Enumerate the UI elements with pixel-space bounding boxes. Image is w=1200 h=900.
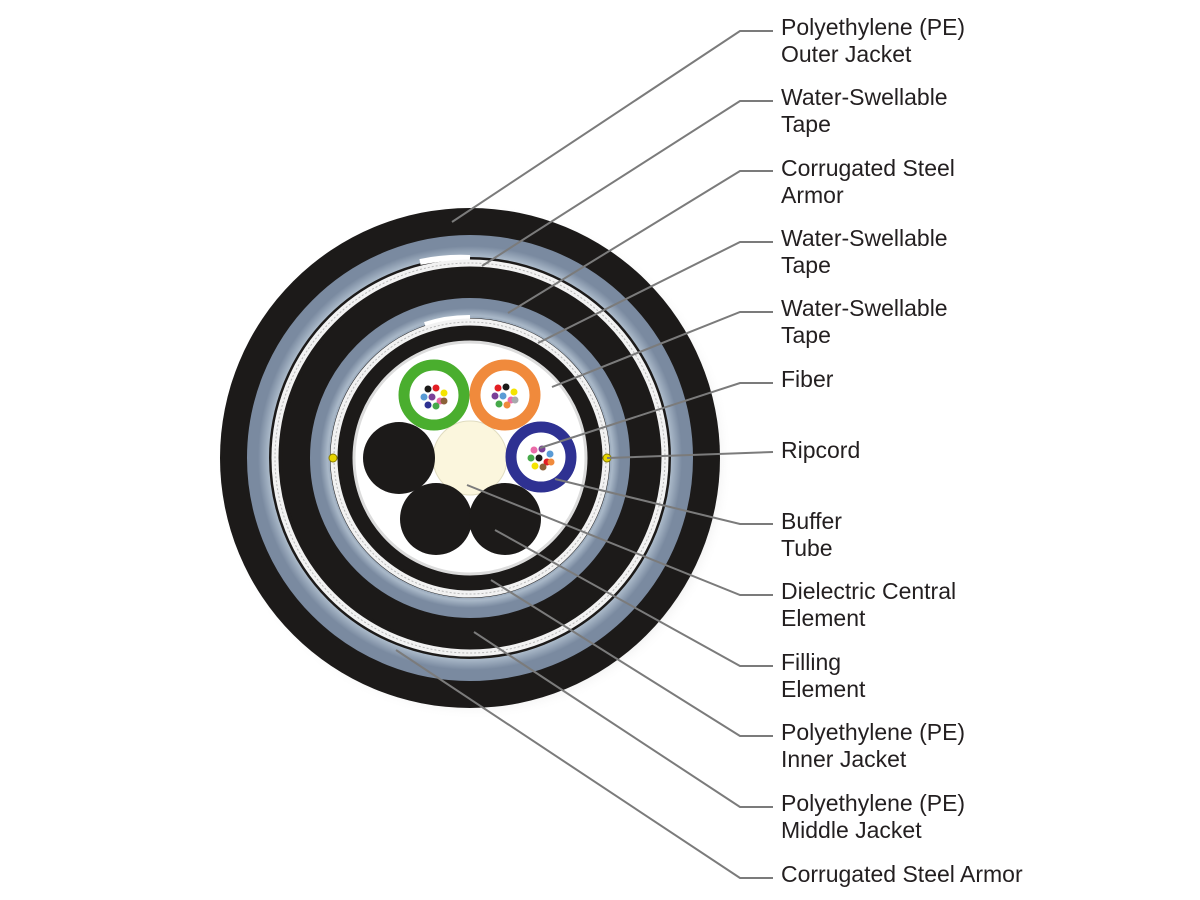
filling-element-bottom-right [469, 483, 541, 555]
leader-line-inner-jacket [490, 579, 773, 737]
buffer-tube-blue [505, 421, 577, 493]
leader-line-water-swellable-tape-2 [537, 241, 773, 344]
leader-line-water-swellable-tape-1 [481, 100, 773, 267]
label-water-swellable-tape-2: Water-Swellable Tape [781, 225, 954, 278]
outer-water-swellable-tape-layer [247, 235, 693, 681]
label-filling-element: Filling Element [781, 649, 866, 702]
outer-corrugated-armor-edge [274, 262, 666, 654]
filling-element-left [363, 422, 435, 494]
label-water-swellable-tape-1: Water-Swellable Tape [781, 84, 954, 137]
middle-tape-overlap-notch [424, 314, 471, 328]
leader-line-outer-jacket [451, 30, 773, 223]
label-middle-jacket: Polyethylene (PE) Middle Jacket [781, 790, 971, 843]
label-buffer-tube: Buffer Tube [781, 508, 848, 561]
leader-line-fiber [539, 382, 773, 449]
leader-line-ripcord [606, 451, 774, 459]
label-corrugated-steel-armor-2: Corrugated Steel Armor [781, 861, 1023, 887]
label-ripcord: Ripcord [781, 437, 860, 463]
label-water-swellable-tape-3: Water-Swellable Tape [781, 295, 954, 348]
leader-line-buffer-tube [554, 478, 773, 525]
outer-tape-overlap-notch [419, 254, 471, 265]
label-corrugated-steel-armor-1: Corrugated Steel Armor [781, 155, 961, 208]
label-outer-jacket: Polyethylene (PE) Outer Jacket [781, 14, 971, 67]
filling-element-bottom-left [400, 483, 472, 555]
leader-lines [395, 30, 774, 879]
leader-line-dielectric-central-element [466, 484, 773, 596]
leader-line-corrugated-steel-armor-2 [395, 649, 773, 879]
dielectric-central-element [432, 420, 508, 496]
ripcord-left [328, 453, 338, 463]
buffer-tube-orange [469, 359, 541, 431]
leader-line-filling-element [494, 529, 773, 667]
leader-line-middle-jacket [473, 631, 773, 808]
label-fiber: Fiber [781, 366, 834, 392]
label-dielectric-central-element: Dielectric Central Element [781, 578, 963, 631]
leader-line-corrugated-steel-armor-1 [507, 170, 773, 314]
callout-labels: Polyethylene (PE) Outer Jacket Water-Swe… [781, 14, 1023, 887]
label-inner-jacket: Polyethylene (PE) Inner Jacket [781, 719, 971, 772]
buffer-tube-green [398, 359, 470, 431]
leader-line-water-swellable-tape-3 [551, 311, 773, 388]
